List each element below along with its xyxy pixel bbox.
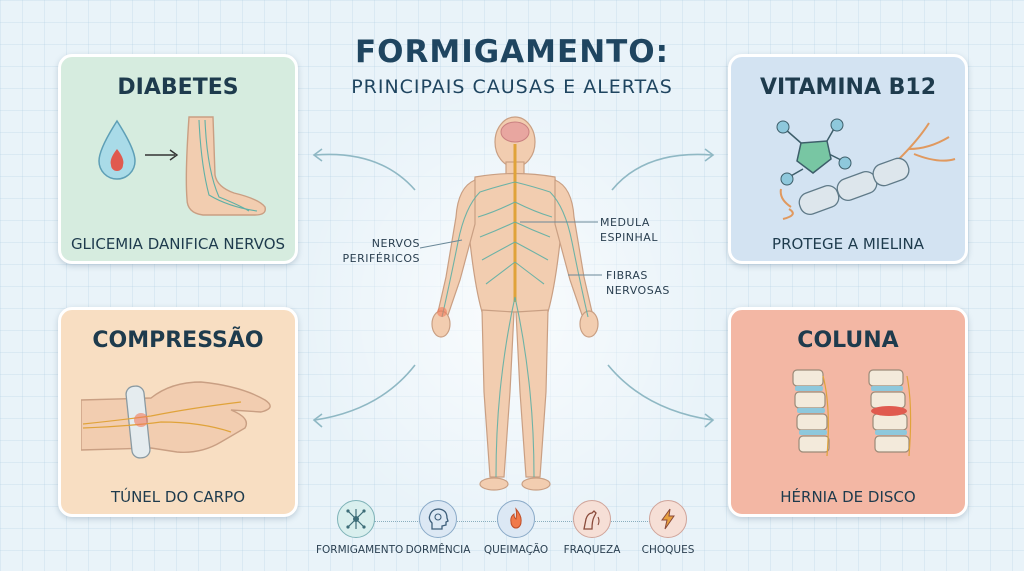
label-fibras-nervosas: FIBRAS NERVOSAS xyxy=(606,269,670,297)
card-diabetes-title: DIABETES xyxy=(117,75,239,100)
card-b12: VITAMINA B12 PROTEGE A MIELINA xyxy=(728,54,968,264)
symptom-formigamento-label: FORMIGAMENTO xyxy=(316,544,404,556)
symptom-dormencia: DORMÊNCIA xyxy=(398,500,478,556)
label-medula-espinhal: MEDULA ESPINHAL xyxy=(600,216,658,244)
card-compressao-title: COMPRESSÃO xyxy=(92,328,264,353)
card-compressao-caption: TÚNEL DO CARPO xyxy=(110,488,246,506)
brain xyxy=(500,121,530,143)
spine-vertebrae-icon xyxy=(792,369,912,457)
right-leg xyxy=(515,309,549,478)
foot-icon xyxy=(185,116,266,216)
page-title: FORMIGAMENTO: xyxy=(354,34,670,70)
flame-icon xyxy=(510,507,522,529)
symptom-dormencia-label: DORMÊNCIA xyxy=(405,544,471,556)
tingling-spot xyxy=(437,307,447,317)
card-diabetes-caption: GLICEMIA DANIFICA NERVOS xyxy=(70,235,286,253)
myelin-nerve-icon xyxy=(779,122,956,220)
left-leg xyxy=(481,309,515,478)
symptom-fraqueza: FRAQUEZA xyxy=(552,500,632,556)
symptom-fraqueza-label: FRAQUEZA xyxy=(563,544,621,556)
symptom-choques-label: CHOQUES xyxy=(641,544,695,556)
card-coluna-title: COLUNA xyxy=(797,328,899,353)
network-icon xyxy=(346,509,366,529)
lightning-icon xyxy=(661,508,675,530)
page-subtitle: PRINCIPAIS CAUSAS E ALERTAS xyxy=(351,76,673,98)
card-coluna-caption: HÉRNIA DE DISCO xyxy=(780,488,916,506)
weak-arm-icon xyxy=(583,510,600,530)
blood-drop-icon xyxy=(98,119,136,180)
arrow-to-compressao xyxy=(314,364,416,421)
right-hand xyxy=(579,310,599,338)
right-foot xyxy=(521,477,551,491)
molecule-icon xyxy=(776,118,852,186)
card-b12-caption: PROTEGE A MIELINA xyxy=(772,235,924,253)
arrow-right-icon xyxy=(145,149,179,161)
head-icon xyxy=(428,508,449,530)
symptom-queimacao: QUEIMAÇÃO xyxy=(476,500,556,556)
arrow-to-coluna xyxy=(607,364,713,421)
symptom-queimacao-label: QUEIMAÇÃO xyxy=(483,544,549,556)
wrist-hand-icon xyxy=(81,381,271,459)
card-diabetes: DIABETES GLICEMIA DANIFICA NERVOS xyxy=(58,54,298,264)
arrow-to-b12 xyxy=(611,153,713,191)
arrow-to-diabetes xyxy=(314,153,416,191)
symptom-formigamento: FORMIGAMENTO xyxy=(316,500,404,556)
left-foot xyxy=(479,477,509,491)
card-compressao: COMPRESSÃO TÚNEL DO CARPO xyxy=(58,307,298,517)
card-coluna: COLUNA HÉRNIA DE DISCO xyxy=(728,307,968,517)
label-nervos-perifericos: NERVOS PERIFÉRICOS xyxy=(342,237,420,265)
card-b12-title: VITAMINA B12 xyxy=(759,75,937,100)
body-figure xyxy=(431,116,599,491)
symptom-choques: CHOQUES xyxy=(628,500,708,556)
